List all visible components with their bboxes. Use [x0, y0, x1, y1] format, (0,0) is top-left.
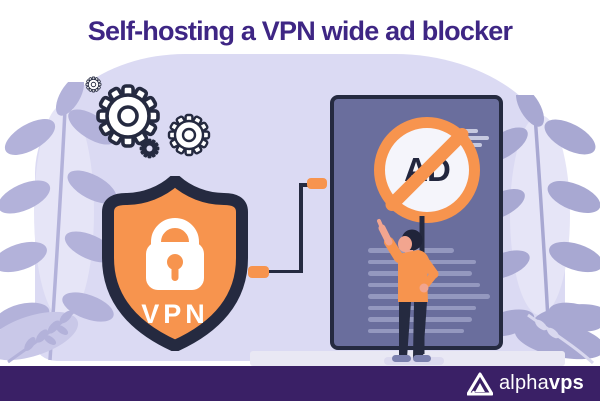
left-leg [399, 302, 411, 358]
vpn-shield-icon: VPN [102, 176, 248, 351]
left-plant-decoration [0, 82, 117, 361]
cable-segment [299, 183, 303, 273]
page-title: Self-hosting a VPN wide ad blocker [87, 16, 513, 46]
hand [419, 283, 429, 293]
cable-segment [266, 269, 302, 273]
motion-line [451, 136, 489, 140]
alphavps-logo [466, 372, 493, 395]
tiny-gear-icon [85, 76, 102, 93]
medium-gear-icon [167, 113, 211, 157]
cable-plug [307, 178, 327, 189]
right-leg [413, 302, 427, 358]
keyhole [167, 254, 183, 270]
brand-name-bold: vps [548, 372, 584, 394]
gear-icons [85, 76, 211, 159]
footer-bar: alphavps [0, 366, 600, 401]
brand-name-light: alpha [498, 372, 549, 394]
cable-segment [299, 183, 310, 187]
cable-plug [248, 266, 269, 278]
face [398, 236, 412, 252]
bottom-left-leaves [0, 304, 82, 364]
bottom-right-leaves [514, 304, 600, 365]
shoe [413, 355, 431, 362]
padlock-shackle [151, 218, 199, 251]
placeholder-text-line [368, 294, 490, 299]
brand-logo: alphavps [466, 372, 584, 396]
person-illustration [377, 216, 439, 362]
brand-name: alphavps [499, 372, 584, 395]
person-shadow [384, 357, 444, 365]
vpn-label: VPN [141, 299, 209, 329]
large-gear-icon [96, 84, 160, 148]
shoe [392, 355, 411, 362]
